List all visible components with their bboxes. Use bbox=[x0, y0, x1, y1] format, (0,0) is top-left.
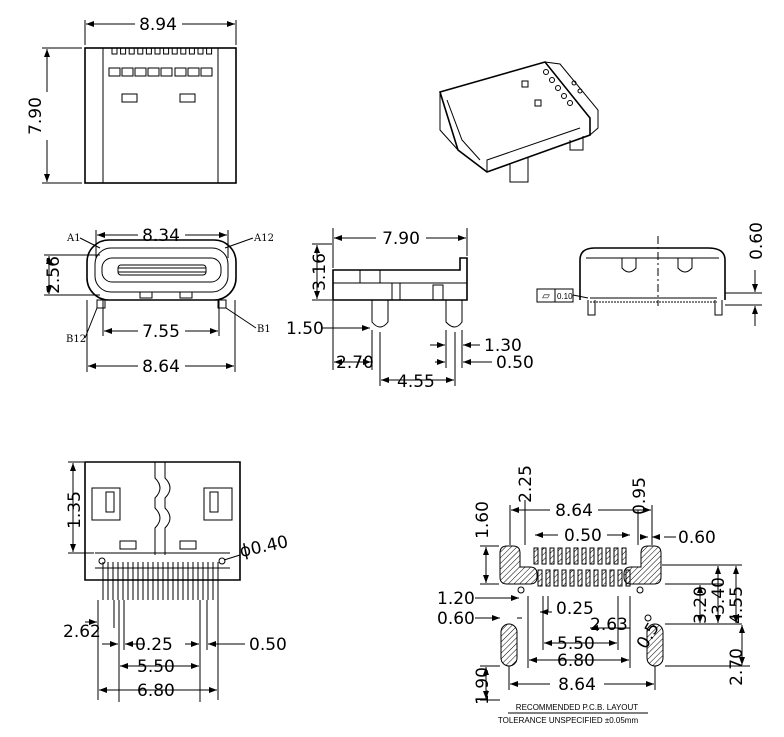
pcb-340: 3.40 bbox=[709, 577, 729, 615]
pcb-pad-bottom bbox=[545, 569, 551, 587]
top-view: 8.94 7.90 bbox=[26, 15, 237, 184]
isometric-view bbox=[438, 61, 599, 183]
pcb-layout: 8.64 2.25 0.95 0.50 0.60 1.60 1.20 0.60 … bbox=[437, 465, 750, 725]
top-pin-tooth bbox=[171, 47, 178, 55]
top-pin-tooth bbox=[206, 47, 213, 55]
pcb-270: 2.70 bbox=[727, 648, 747, 686]
pcb-pad-top bbox=[581, 547, 587, 565]
rear-view: ▱ 0.10 0.60 bbox=[536, 222, 767, 326]
pcb-455: 4.55 bbox=[727, 586, 747, 624]
bottom-680: 6.80 bbox=[137, 681, 175, 701]
pcb-160: 1.60 bbox=[473, 501, 493, 539]
pcb-pad-top bbox=[597, 547, 603, 565]
side-height: 3.16 bbox=[310, 253, 330, 291]
flatness-value: 0.10 bbox=[557, 292, 573, 301]
pcb-864-bottom: 8.64 bbox=[558, 675, 596, 695]
bottom-135: 1.35 bbox=[65, 491, 85, 529]
top-width-label: 8.94 bbox=[139, 15, 177, 35]
pcb-320: 3.20 bbox=[691, 586, 711, 624]
side-455: 4.55 bbox=[397, 372, 435, 392]
top-pin-tooth bbox=[188, 47, 195, 55]
top-height-label: 7.90 bbox=[26, 97, 46, 135]
top-pin-tooth bbox=[154, 47, 161, 55]
top-pin-tooth bbox=[137, 47, 144, 55]
top-pin-tooth bbox=[180, 47, 187, 55]
pin-b1-label: B1 bbox=[257, 324, 271, 335]
side-270: 2.70 bbox=[336, 353, 374, 373]
pin-a12-label: A12 bbox=[253, 233, 274, 244]
pcb-pad-bottom bbox=[577, 569, 583, 587]
pcb-pad-bottom bbox=[601, 569, 607, 587]
side-length: 7.90 bbox=[382, 229, 420, 249]
pcb-050: 0.50 bbox=[564, 526, 602, 546]
side-view: 7.90 3.16 1.50 2.70 4.55 1.30 0.50 bbox=[286, 228, 534, 392]
bottom-view: 1.35 ϕ0.40 2.62 0.25 0.50 5.50 6.80 bbox=[63, 461, 290, 702]
bottom-550: 5.50 bbox=[137, 657, 175, 677]
pcb-095: 0.95 bbox=[630, 477, 650, 515]
pcb-pad-top bbox=[565, 547, 571, 565]
front-opening-width: 8.34 bbox=[142, 226, 180, 246]
top-pin-tooth bbox=[145, 47, 152, 55]
pcb-pad-bottom bbox=[617, 569, 623, 587]
iso-pins bbox=[543, 69, 583, 106]
pcb-pad-bottom bbox=[593, 569, 599, 587]
pcb-550: 5.50 bbox=[557, 634, 595, 654]
pcb-tolerance-note: TOLERANCE UNSPECIFIED ±0.05mm bbox=[498, 716, 639, 725]
pcb-pad-top bbox=[613, 547, 619, 565]
top-pin-tooth bbox=[120, 47, 127, 55]
top-pin-tooth bbox=[197, 47, 204, 55]
pcb-190: 1.90 bbox=[473, 667, 493, 705]
pcb-pad-bottom bbox=[553, 569, 559, 587]
top-pad-row bbox=[108, 67, 213, 103]
side-leg-height: 1.50 bbox=[286, 319, 324, 339]
front-view: A1 A12 B12 B1 8.34 2.56 7.55 8.64 bbox=[44, 226, 274, 377]
pcb-pad-bottom bbox=[609, 569, 615, 587]
pcb-pad-top bbox=[557, 547, 563, 565]
pin-a1-label: A1 bbox=[66, 233, 81, 244]
front-overall-width: 8.64 bbox=[142, 357, 180, 377]
side-130: 1.30 bbox=[484, 336, 522, 356]
pcb-225: 2.25 bbox=[516, 465, 536, 503]
pcb-pad-bottom bbox=[569, 569, 575, 587]
front-inner-width: 7.55 bbox=[142, 322, 180, 342]
pcb-pad-top bbox=[533, 547, 539, 565]
pcb-pad-top bbox=[605, 547, 611, 565]
flatness-symbol: ▱ bbox=[542, 291, 550, 302]
pcb-pad-bottom bbox=[537, 569, 543, 587]
pcb-025: 0.25 bbox=[556, 599, 594, 619]
bottom-pitch: 0.25 bbox=[135, 635, 173, 655]
pcb-pad-bottom bbox=[585, 569, 591, 587]
rear-height: 0.60 bbox=[747, 222, 767, 260]
pin-b12-label: B12 bbox=[66, 334, 86, 345]
bottom-262: 2.62 bbox=[63, 622, 101, 642]
pcb-060-right: 0.60 bbox=[678, 528, 716, 548]
pcb-680: 6.80 bbox=[557, 651, 595, 671]
front-opening-height: 2.56 bbox=[44, 256, 64, 294]
top-pin-tooth bbox=[163, 47, 170, 55]
top-pin-tooth bbox=[128, 47, 135, 55]
top-pin-tooth bbox=[111, 47, 118, 55]
pcb-pad-top bbox=[541, 547, 547, 565]
pcb-120: 1.20 bbox=[437, 589, 475, 609]
pcb-263: 2.63 bbox=[590, 615, 628, 635]
pcb-pad-top bbox=[573, 547, 579, 565]
pcb-pad-top bbox=[589, 547, 595, 565]
pcb-pad-bottom bbox=[561, 569, 567, 587]
pcb-pad-top bbox=[621, 547, 627, 565]
bottom-050: 0.50 bbox=[249, 635, 287, 655]
pcb-pad-bottom bbox=[625, 569, 631, 587]
pcb-pad-top bbox=[549, 547, 555, 565]
side-050: 0.50 bbox=[496, 353, 534, 373]
pcb-layout-title: RECOMMENDED P.C.B. LAYOUT bbox=[516, 703, 639, 712]
bottom-hole-dia: ϕ0.40 bbox=[238, 532, 290, 562]
pcb-060-left: 0.60 bbox=[437, 609, 475, 629]
pcb-864-top: 8.64 bbox=[555, 501, 593, 521]
